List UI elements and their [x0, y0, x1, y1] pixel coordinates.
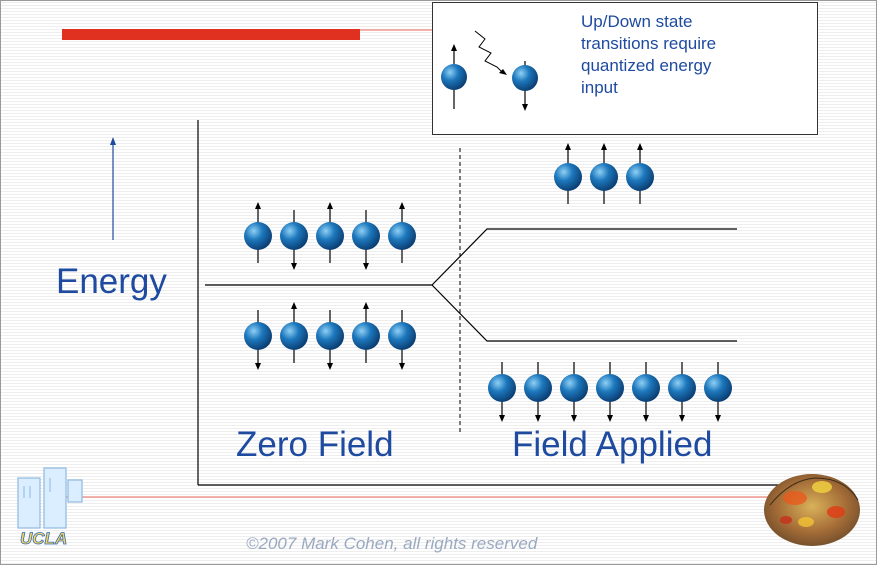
spin-down-field-applied-lower [668, 362, 696, 422]
spin-up-field-applied-upper [554, 143, 582, 204]
energy-arrow-head [110, 137, 116, 145]
energy-label: Energy [56, 262, 167, 301]
spin-up-field-applied-upper [590, 143, 618, 204]
spin-down-legend [512, 61, 538, 111]
spin-up-zero-field-upper [316, 202, 344, 263]
spin-down-field-applied-lower [560, 362, 588, 422]
spin-down-zero-field-lower [316, 310, 344, 370]
legend-text: Up/Down state transitions require quanti… [581, 11, 811, 99]
legend-line: quantized energy [581, 56, 712, 75]
photon-arrowhead [499, 69, 507, 75]
spin-down-field-applied-lower [596, 362, 624, 422]
spin-up-legend [441, 44, 467, 109]
spin-down-zero-field-lower [388, 310, 416, 370]
brain-image [764, 474, 860, 546]
spin-up-zero-field-upper [388, 202, 416, 263]
legend-line: input [581, 78, 618, 97]
legend-line: Up/Down state [581, 12, 693, 31]
legend-illustration [441, 30, 538, 111]
spin-down-field-applied-lower [524, 362, 552, 422]
legend-line: transitions require [581, 34, 717, 53]
spin-down-zero-field-upper [280, 210, 308, 270]
spin-down-zero-field-lower [244, 310, 272, 370]
title-accent-bar [62, 29, 360, 40]
spin-up-zero-field-lower [352, 302, 380, 363]
field-applied-label: Field Applied [512, 425, 713, 464]
spin-down-field-applied-lower [704, 362, 732, 422]
legend-callout: Up/Down state transitions require quanti… [432, 2, 818, 135]
ucla-logo-text: UCLA [20, 529, 67, 548]
upper-energy-level [431, 228, 737, 286]
ucla-logo: UCLA [17, 467, 83, 548]
spin-up-zero-field-lower [280, 302, 308, 363]
lower-energy-level [431, 284, 737, 342]
zero-field-label: Zero Field [236, 425, 394, 464]
spin-down-zero-field-upper [352, 210, 380, 270]
copyright-notice: ©2007 Mark Cohen, all rights reserved [246, 534, 538, 553]
spin-up-field-applied-upper [626, 143, 654, 204]
spin-down-field-applied-lower [632, 362, 660, 422]
spin-up-zero-field-upper [244, 202, 272, 263]
spin-down-field-applied-lower [488, 362, 516, 422]
photon-squiggle-icon [474, 30, 504, 74]
